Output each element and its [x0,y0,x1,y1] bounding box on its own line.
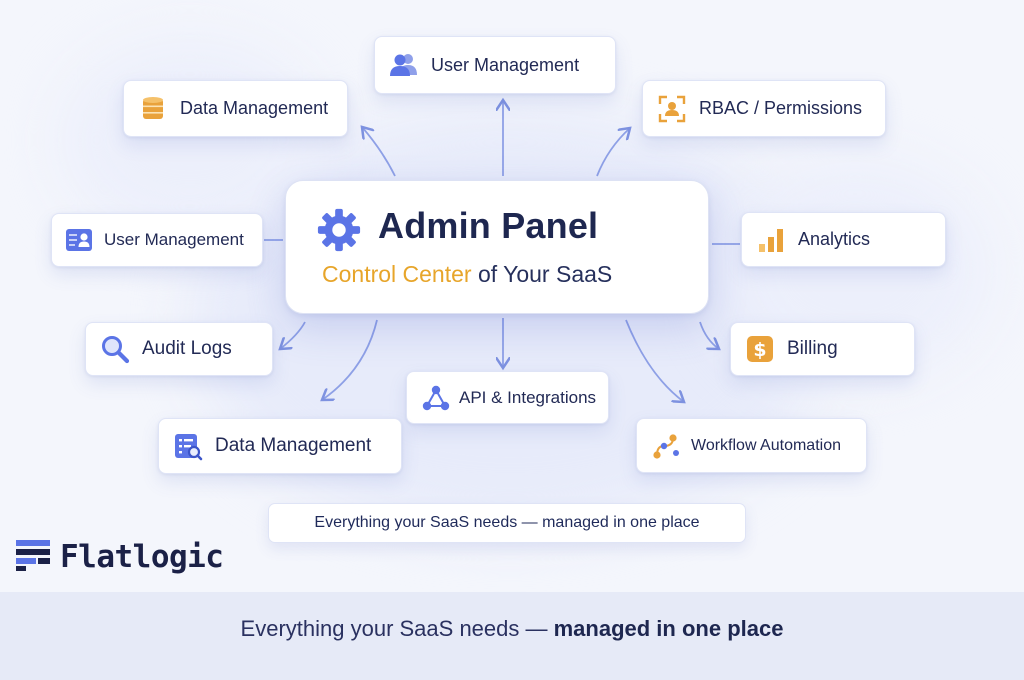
footer-banner: Everything your SaaS needs — managed in … [0,592,1024,680]
node-rbac-permissions[interactable]: RBAC / Permissions [642,80,886,137]
node-label: Data Management [180,98,329,118]
node-label: User Management [104,230,244,249]
arrow-workflow [625,319,684,402]
tagline-card: Everything your SaaS needs — managed in … [268,503,746,543]
node-label: RBAC / Permissions [699,98,863,118]
node-label: User Management [431,54,580,75]
admin-panel-subtitle: Control Center of Your SaaS [322,261,612,288]
arrow-rbac [596,128,630,177]
node-data-management-top[interactable]: Data Management [123,80,348,137]
arrow-data-management-top [362,127,396,177]
footer-text-bold: managed in one place [553,616,784,641]
flatlogic-logo-icon [16,539,50,576]
arrow-billing [699,321,719,349]
dollar-icon: $ [745,334,775,364]
node-label: Audit Logs [142,338,232,359]
node-analytics[interactable]: Analytics [741,212,946,267]
admin-panel-card: Admin Panel Control Center of Your SaaS [285,180,709,314]
database-icon [138,94,168,124]
node-label: Analytics [798,229,871,249]
flatlogic-logo[interactable]: Flatlogic [16,538,224,576]
node-user-management-top[interactable]: User Management [374,36,616,94]
footer-text: Everything your SaaS needs — [240,616,554,641]
bar-chart-icon [756,225,786,255]
admin-panel-title: Admin Panel [378,205,599,246]
node-audit-logs[interactable]: Audit Logs [85,322,273,376]
workflow-icon [651,431,681,461]
arrow-data-management-bottom [322,319,378,400]
svg-text:$: $ [753,339,766,361]
gear-icon [316,207,362,253]
brand-name: Flatlogic [60,539,224,575]
user-scan-icon [657,94,687,124]
node-user-management-left[interactable]: User Management [51,213,263,267]
node-label: Billing [787,338,838,359]
subtitle-rest: of Your SaaS [471,261,613,287]
node-api-integrations[interactable]: API & Integrations [406,371,609,424]
node-label: Workflow Automation [691,436,841,454]
user-card-icon [64,225,94,255]
node-billing[interactable]: $ Billing [730,322,915,376]
list-search-icon [173,431,203,461]
node-label: API & Integrations [459,387,597,407]
node-label: Data Management [215,435,372,456]
arrow-audit-logs [280,321,306,349]
subtitle-accent: Control Center [322,261,472,287]
background-glow [60,40,320,240]
node-workflow-automation[interactable]: Workflow Automation [636,418,867,473]
node-data-management-bottom[interactable]: Data Management [158,418,402,474]
magnifier-icon [100,334,130,364]
network-icon [421,383,451,413]
users-icon [389,50,419,80]
